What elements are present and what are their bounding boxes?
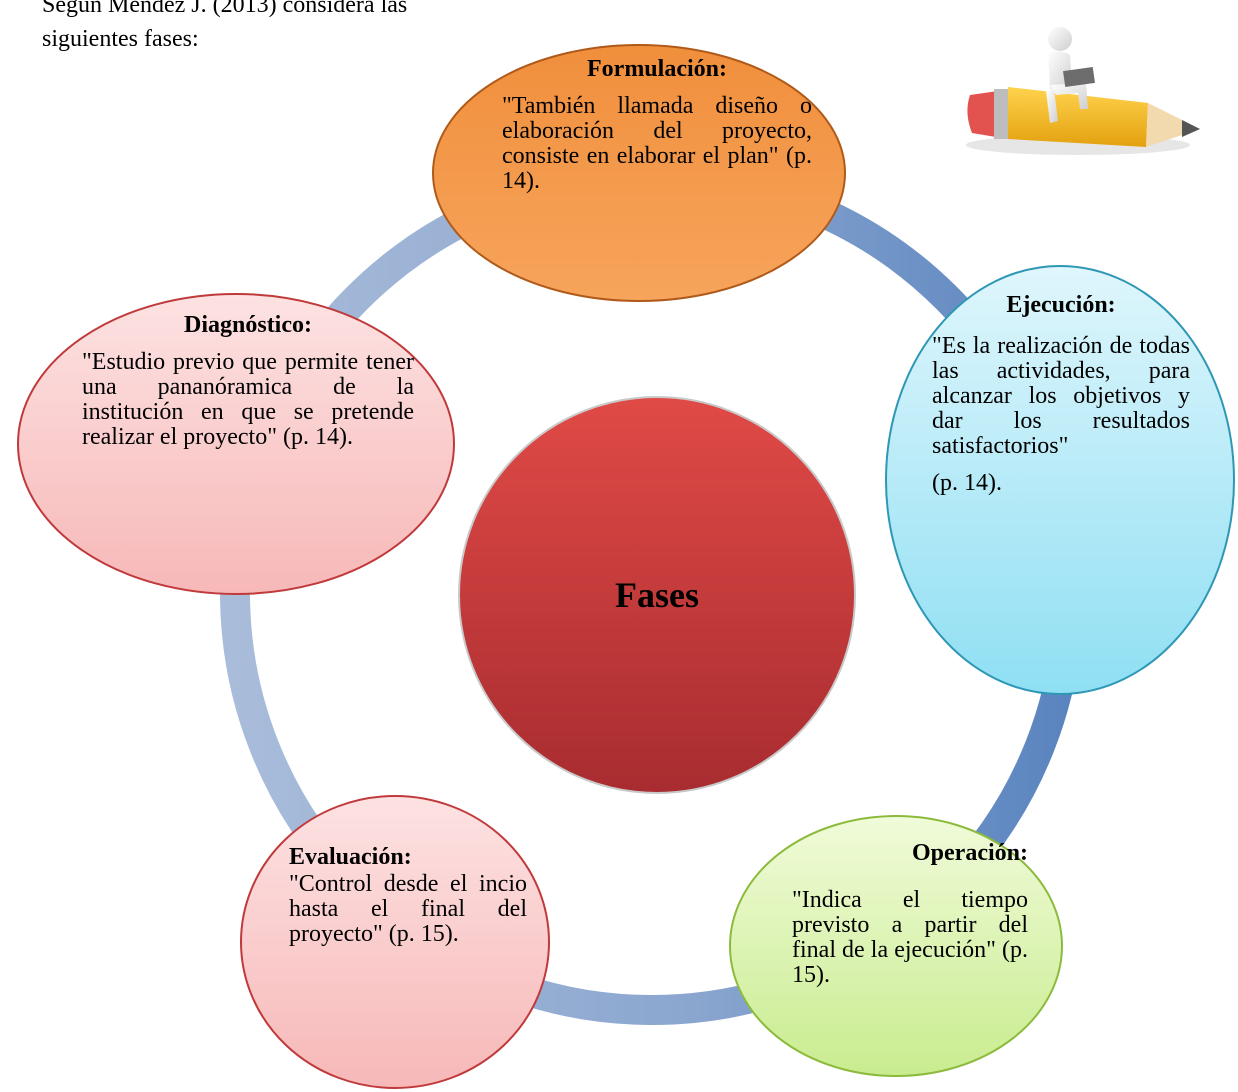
phase-formulacion-shape [432, 44, 846, 302]
phase-formulacion-title: Formulación: [587, 56, 727, 82]
phase-ejecucion: Ejecución: "Es la realización de todas l… [870, 262, 1238, 698]
phase-diagnostico: Diagnóstico: "Estudio previo que permite… [10, 290, 458, 598]
phase-diagnostico-shape [17, 293, 455, 595]
phase-operacion-title: Operación: [912, 840, 1028, 866]
phase-diagnostico-text: "Estudio previo que permite tener una pa… [82, 349, 414, 450]
phase-evaluacion-text: "Control desde el incio hasta el final d… [289, 871, 527, 947]
phase-ejecucion-title: Ejecución: [1006, 292, 1116, 318]
center-label: Fases [615, 575, 699, 615]
intro-text: Según Méndez J. (2013) considera las sig… [42, 0, 562, 56]
center-node [457, 395, 857, 795]
phase-diagnostico-title: Diagnóstico: [184, 312, 312, 338]
center-circle [458, 396, 856, 794]
phase-operacion-text: "Indica el tiempo previsto a partir del … [792, 887, 1028, 988]
intro-line-2: siguientes fases: [42, 26, 199, 52]
phase-ejecucion-shape [885, 265, 1235, 695]
phase-ejecucion-text: "Es la realización de todas las activida… [932, 333, 1190, 459]
phase-formulacion: Formulación: "También llamada diseño o e… [430, 42, 848, 304]
intro-line-1: Según Méndez J. (2013) considera las [42, 0, 408, 18]
phase-operacion: Operación: "Indica el tiempo previsto a … [726, 812, 1066, 1080]
phase-evaluacion-title: Evaluación: [289, 844, 412, 870]
phase-ejecucion-text-extra: (p. 14). [932, 470, 1002, 496]
person-on-pencil-icon [966, 27, 1200, 155]
phase-evaluacion: Evaluación: "Control desde el incio hast… [237, 792, 552, 1089]
phase-formulacion-text: "También llamada diseño o elaboración de… [502, 93, 812, 194]
phase-operacion-shape [729, 815, 1063, 1077]
